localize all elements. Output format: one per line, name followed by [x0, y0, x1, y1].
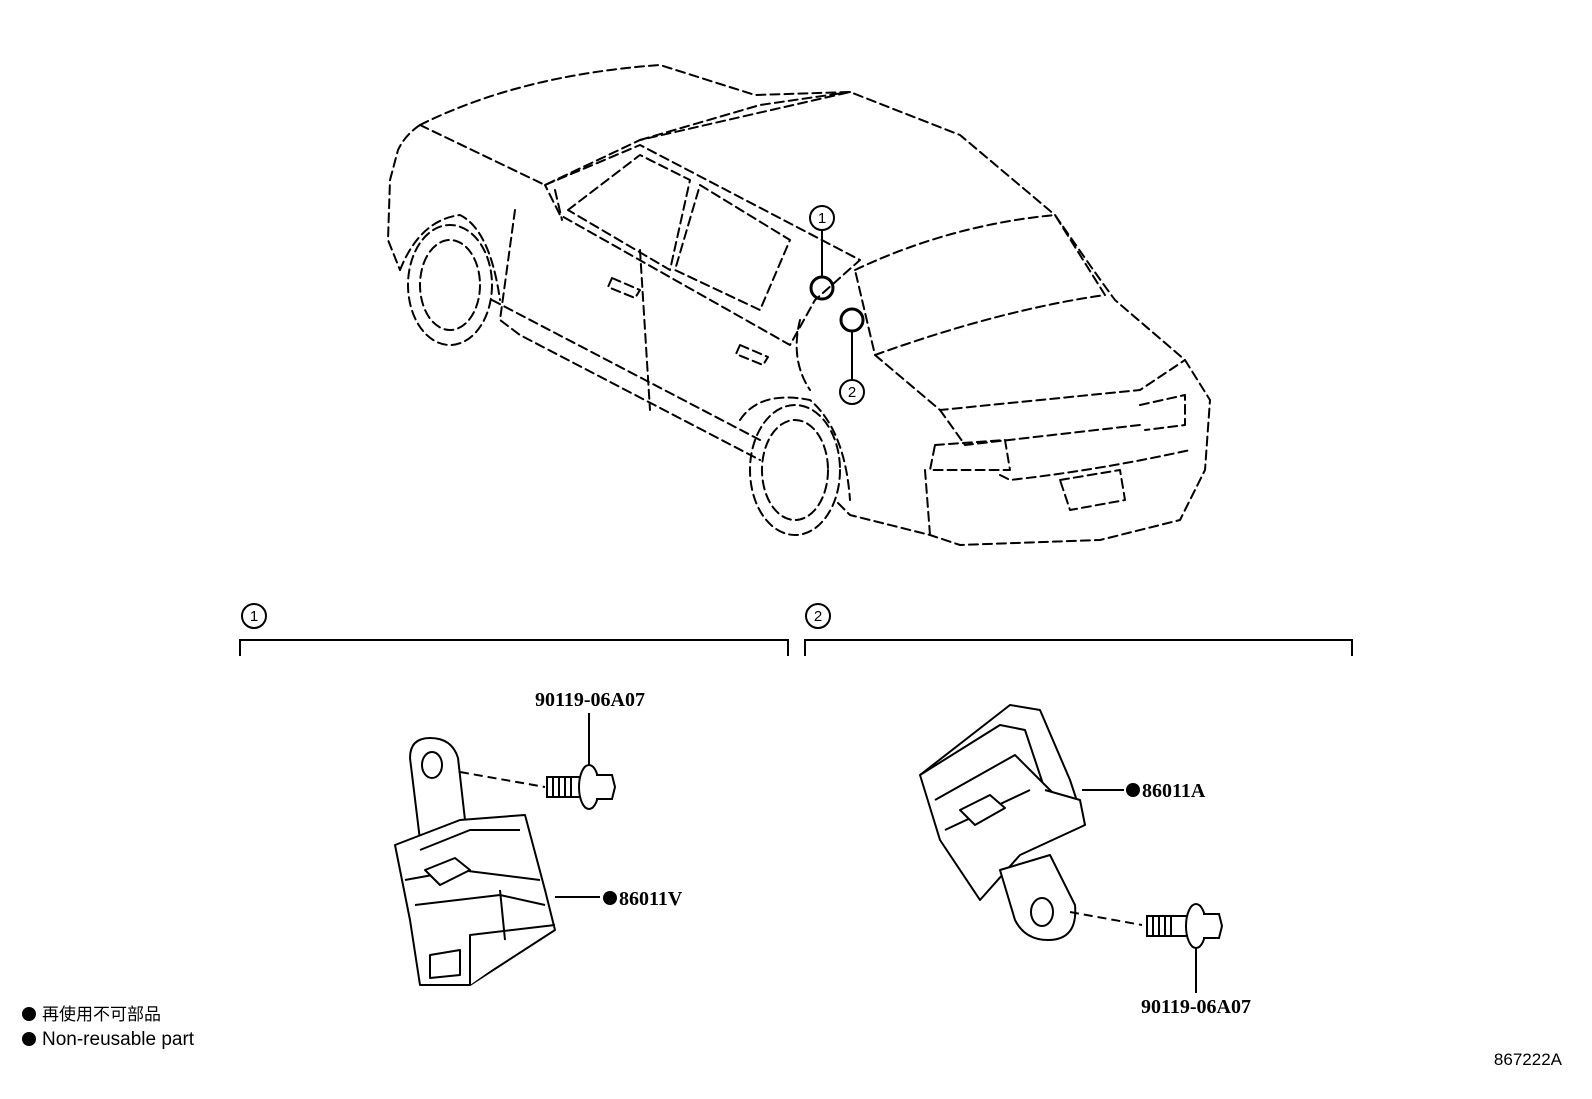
section-1-bracket — [239, 603, 789, 656]
legend-item-english: Non-reusable part — [22, 1028, 194, 1051]
section-2-number: 2 — [814, 608, 822, 625]
callout-1-location — [809, 205, 835, 301]
legend-item-japanese: 再使用不可部品 — [22, 1004, 161, 1027]
bolt-section-1 — [546, 764, 617, 810]
non-reusable-marker-86011A — [1126, 783, 1140, 797]
bolt-1-dash-line — [459, 771, 546, 788]
callout-bubble-2 — [839, 379, 865, 405]
illustration-code: 867222A — [1493, 1050, 1562, 1069]
bolt-1-part-number: 90119-06A07 — [535, 689, 645, 711]
callout-number-1: 1 — [818, 210, 826, 227]
legend-text-english: Non-reusable part — [42, 1029, 195, 1050]
legend-text-japanese: 再使用不可部品 — [42, 1005, 161, 1025]
section-1-number: 1 — [250, 608, 258, 625]
filled-circle-icon — [22, 1032, 36, 1046]
filled-circle-icon — [22, 1007, 36, 1021]
section-2-bubble — [805, 603, 831, 629]
sensor-module-86011V — [394, 737, 556, 986]
module-1-part-number: 86011V — [619, 888, 683, 910]
callout-2-location — [839, 307, 865, 405]
sensor-module-86011A — [919, 704, 1086, 941]
module-2-part-number: 86011A — [1142, 780, 1206, 802]
bolt-2-dash-line — [1069, 911, 1143, 926]
non-reusable-marker-86011V — [603, 891, 617, 905]
vehicle-illustration — [387, 64, 1211, 546]
bolt-2-part-number: 90119-06A07 — [1141, 996, 1251, 1018]
section-1-bubble — [241, 603, 267, 629]
bolt-section-2 — [1146, 903, 1224, 949]
section-2-bracket — [804, 603, 1353, 656]
callout-number-2: 2 — [848, 384, 856, 401]
callout-bubble-1 — [809, 205, 835, 231]
sensor-location-marker-2 — [839, 307, 865, 333]
sensor-location-marker-1 — [809, 275, 835, 301]
